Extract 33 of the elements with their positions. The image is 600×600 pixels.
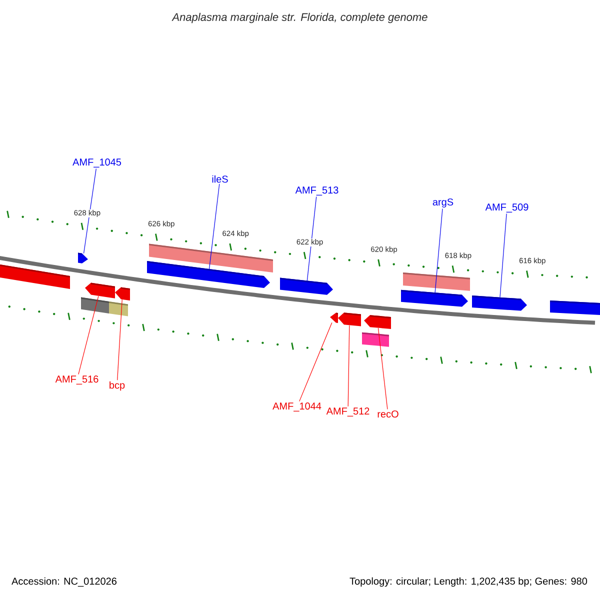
leader-line — [306, 196, 317, 281]
gene-feature — [472, 296, 527, 311]
title: Anaplasma marginale str. Florida, complete genome — [172, 12, 428, 24]
gene-feature — [147, 260, 270, 288]
gene-feature — [0, 264, 70, 289]
gene-feature — [115, 287, 130, 301]
gene-label: AMF_516 — [55, 376, 98, 384]
gene-label: AMF_509 — [485, 204, 528, 212]
leader-line — [208, 184, 220, 270]
gene-feature — [330, 312, 338, 323]
leader-line — [378, 328, 388, 410]
leader-line — [78, 296, 99, 375]
gene-feature — [78, 252, 88, 264]
leader-line — [117, 299, 122, 380]
gene-label: AMF_1045 — [72, 158, 122, 168]
gene-feature — [280, 278, 333, 295]
gene-feature — [364, 315, 391, 329]
gene-label: recO — [378, 410, 398, 418]
gene-feature — [401, 290, 468, 307]
gene-label: ileS — [212, 175, 228, 183]
leader-line — [500, 213, 507, 298]
footer-text: Accession: NC_012026 — [12, 577, 116, 587]
gene-label: argS — [432, 198, 454, 208]
leader-line — [348, 325, 350, 407]
footer-text: Topology: circular; Length: 1,202,435 bp; Genes: 980 — [350, 577, 588, 587]
leader-line — [434, 208, 443, 293]
leader-line — [299, 322, 332, 402]
gene-label: bcp — [110, 381, 125, 391]
gene-feature — [550, 300, 600, 315]
leader-line — [83, 168, 96, 254]
gene-label: AMF_1044 — [272, 402, 322, 412]
gene-label: AMF_512 — [326, 408, 370, 416]
gene-label: AMF_513 — [295, 186, 338, 196]
